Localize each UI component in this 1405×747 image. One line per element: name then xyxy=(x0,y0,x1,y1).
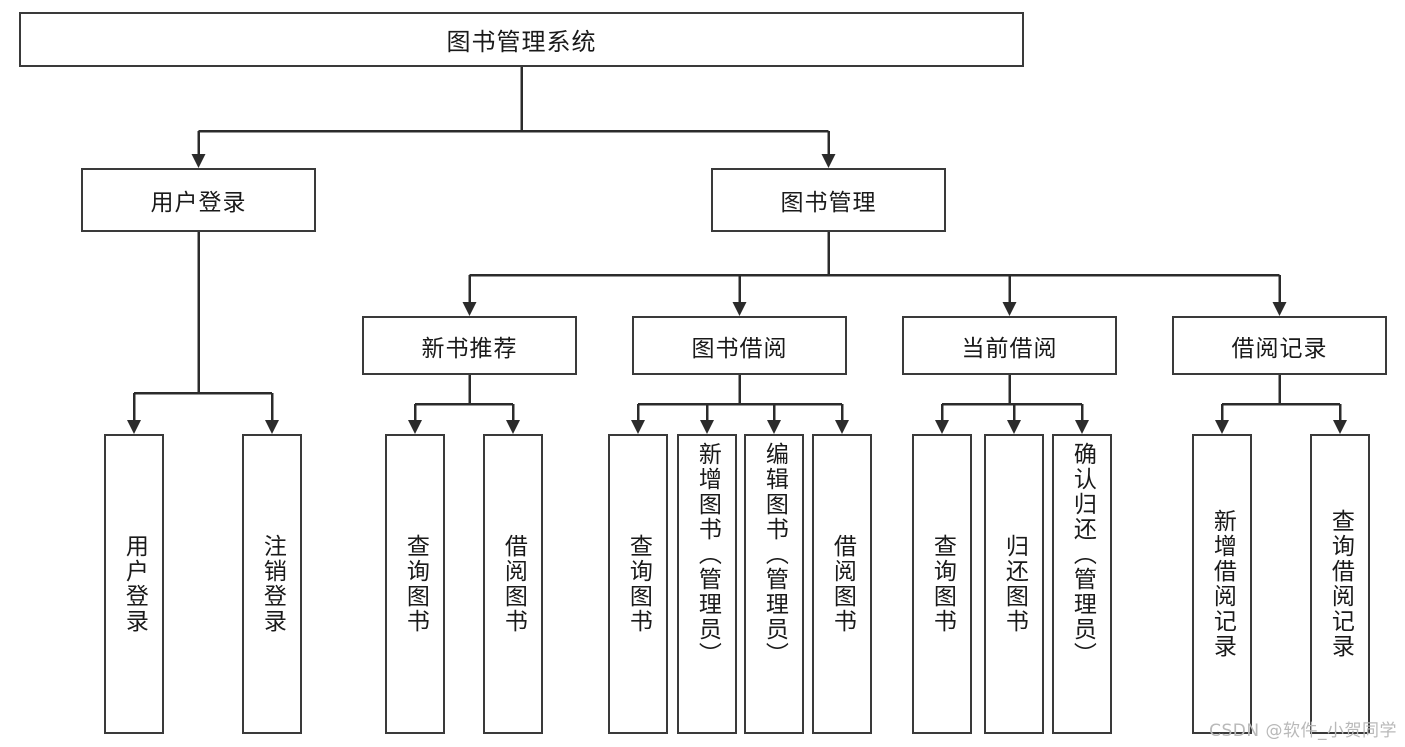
node-leaf-confirm-return-admin-label: 确认归还（管理员） xyxy=(1069,442,1096,667)
node-book-borrow-label: 图书借阅 xyxy=(691,335,788,362)
node-leaf-query-book-current-label: 查询图书 xyxy=(929,534,956,634)
node-leaf-edit-book-admin[interactable]: 编辑图书（管理员） xyxy=(744,434,804,734)
node-book-borrow[interactable]: 图书借阅 xyxy=(632,316,847,375)
node-borrow-record[interactable]: 借阅记录 xyxy=(1172,316,1387,375)
node-root-label: 图书管理系统 xyxy=(446,28,597,56)
node-leaf-add-borrow-record-label: 新增借阅记录 xyxy=(1209,509,1236,659)
node-leaf-add-book-admin-label: 新增图书（管理员） xyxy=(694,442,721,667)
node-leaf-borrow-book-label: 借阅图书 xyxy=(829,534,856,634)
node-book-management-label: 图书管理 xyxy=(780,190,877,216)
node-leaf-query-borrow-record-label: 查询借阅记录 xyxy=(1327,509,1354,659)
node-leaf-confirm-return-admin[interactable]: 确认归还（管理员） xyxy=(1052,434,1112,734)
node-leaf-borrow-book[interactable]: 借阅图书 xyxy=(812,434,872,734)
node-leaf-user-login[interactable]: 用户登录 xyxy=(104,434,164,734)
node-new-book-recommend-label: 新书推荐 xyxy=(421,335,518,362)
node-user-login-label: 用户登录 xyxy=(150,190,247,216)
node-book-management[interactable]: 图书管理 xyxy=(711,168,946,232)
node-current-borrow-label: 当前借阅 xyxy=(961,335,1058,362)
node-leaf-logout-login[interactable]: 注销登录 xyxy=(242,434,302,734)
node-leaf-query-book-borrow[interactable]: 查询图书 xyxy=(608,434,668,734)
watermark-text: CSDN @软件_小贺同学 xyxy=(1209,721,1397,741)
node-new-book-recommend[interactable]: 新书推荐 xyxy=(362,316,577,375)
node-leaf-return-book[interactable]: 归还图书 xyxy=(984,434,1044,734)
node-leaf-query-book-borrow-label: 查询图书 xyxy=(625,534,652,634)
node-leaf-edit-book-admin-label: 编辑图书（管理员） xyxy=(761,442,788,667)
node-leaf-query-borrow-record[interactable]: 查询借阅记录 xyxy=(1310,434,1370,734)
node-leaf-borrow-book-rec[interactable]: 借阅图书 xyxy=(483,434,543,734)
node-borrow-record-label: 借阅记录 xyxy=(1231,335,1328,362)
node-leaf-add-book-admin[interactable]: 新增图书（管理员） xyxy=(677,434,737,734)
node-leaf-query-book-rec-label: 查询图书 xyxy=(402,534,429,634)
node-leaf-borrow-book-rec-label: 借阅图书 xyxy=(500,534,527,634)
node-user-login[interactable]: 用户登录 xyxy=(81,168,316,232)
node-leaf-add-borrow-record[interactable]: 新增借阅记录 xyxy=(1192,434,1252,734)
node-leaf-logout-login-label: 注销登录 xyxy=(259,534,286,634)
node-leaf-user-login-label: 用户登录 xyxy=(121,534,148,634)
node-root[interactable]: 图书管理系统 xyxy=(19,12,1024,67)
node-current-borrow[interactable]: 当前借阅 xyxy=(902,316,1117,375)
node-leaf-query-book-current[interactable]: 查询图书 xyxy=(912,434,972,734)
node-leaf-query-book-rec[interactable]: 查询图书 xyxy=(385,434,445,734)
node-leaf-return-book-label: 归还图书 xyxy=(1001,534,1028,634)
